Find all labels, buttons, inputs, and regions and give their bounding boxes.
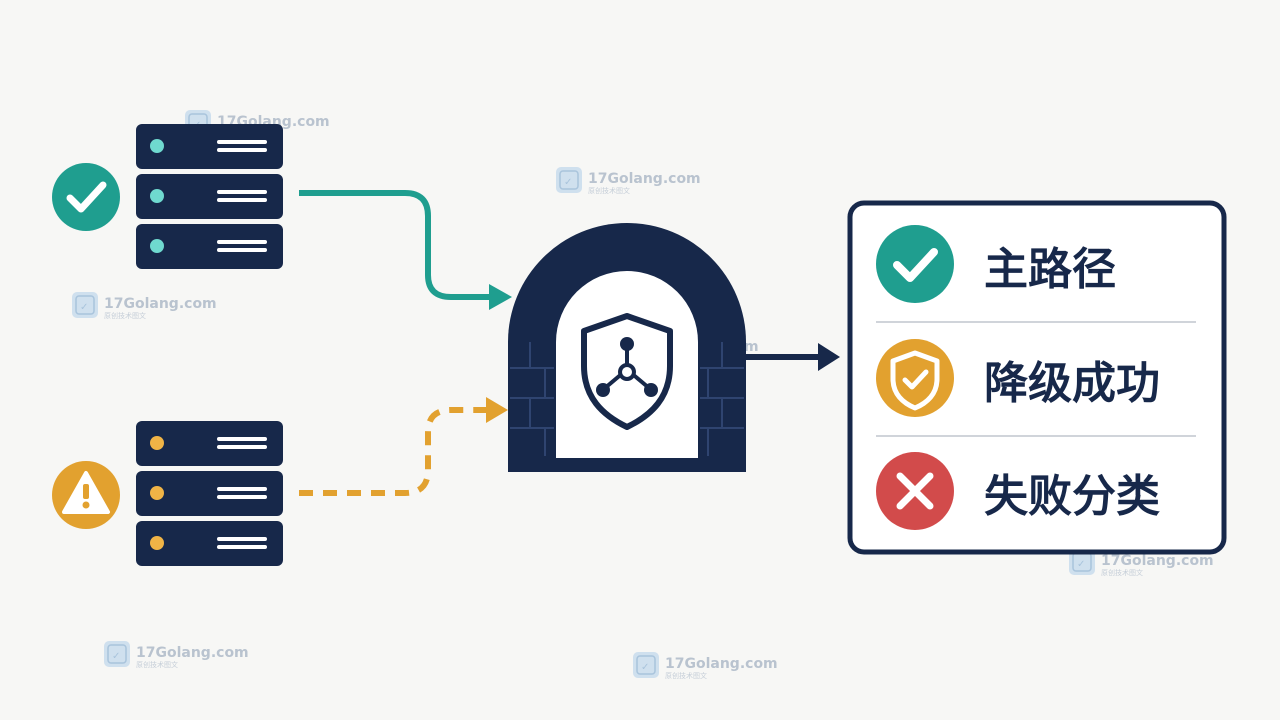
watermark-8: 17Golang.com 原创技术图文 xyxy=(632,651,778,680)
watermark-3: 17Golang.com 原创技术图文 xyxy=(71,291,217,320)
primary-arrowhead xyxy=(489,284,512,310)
legend-label-fallback: 降级成功 xyxy=(984,358,1160,409)
fallback-arrowhead xyxy=(486,397,508,423)
warning-status-icon xyxy=(52,461,120,529)
watermark-2: 17Golang.com 原创技术图文 xyxy=(555,166,701,195)
check-circle-icon xyxy=(876,225,954,303)
svg-text:17Golang.com: 17Golang.com xyxy=(104,296,217,312)
svg-text:原创技术图文: 原创技术图文 xyxy=(1101,568,1143,577)
server-led xyxy=(150,139,164,153)
svg-text:原创技术图文: 原创技术图文 xyxy=(665,671,707,680)
legend-item-failure: 失败分类 xyxy=(876,452,1160,530)
primary-path-arrow xyxy=(299,190,492,300)
healthy-status-icon xyxy=(52,163,120,231)
svg-text:原创技术图文: 原创技术图文 xyxy=(136,660,178,669)
healthy-server-stack xyxy=(136,124,283,269)
shield-network-icon xyxy=(581,313,673,430)
server-unit xyxy=(136,224,283,269)
server-unit xyxy=(136,174,283,219)
legend-label-primary: 主路径 xyxy=(984,244,1116,295)
watermark-6: 17Golang.com 原创技术图文 xyxy=(1068,548,1214,577)
server-led xyxy=(150,536,164,550)
legend-item-fallback: 降级成功 xyxy=(876,339,1160,417)
output-arrowhead xyxy=(818,343,840,371)
fallback-path-arrow xyxy=(299,407,490,496)
svg-text:17Golang.com: 17Golang.com xyxy=(1101,553,1214,569)
warning-server-stack xyxy=(136,421,283,566)
legend-item-primary: 主路径 xyxy=(876,225,1116,303)
legend-label-failure: 失败分类 xyxy=(984,471,1160,522)
svg-text:17Golang.com: 17Golang.com xyxy=(588,171,701,187)
server-led xyxy=(150,239,164,253)
svg-text:原创技术图文: 原创技术图文 xyxy=(588,186,630,195)
svg-text:原创技术图文: 原创技术图文 xyxy=(104,311,146,320)
x-circle-icon xyxy=(876,452,954,530)
svg-text:17Golang.com: 17Golang.com xyxy=(136,645,249,661)
shield-check-icon xyxy=(876,339,954,417)
server-unit xyxy=(136,471,283,516)
server-unit xyxy=(136,421,283,466)
server-led xyxy=(150,486,164,500)
watermark-7: 17Golang.com 原创技术图文 xyxy=(103,640,249,669)
server-led xyxy=(150,436,164,450)
svg-text:17Golang.com: 17Golang.com xyxy=(665,656,778,672)
server-led xyxy=(150,189,164,203)
server-unit xyxy=(136,521,283,566)
server-unit xyxy=(136,124,283,169)
